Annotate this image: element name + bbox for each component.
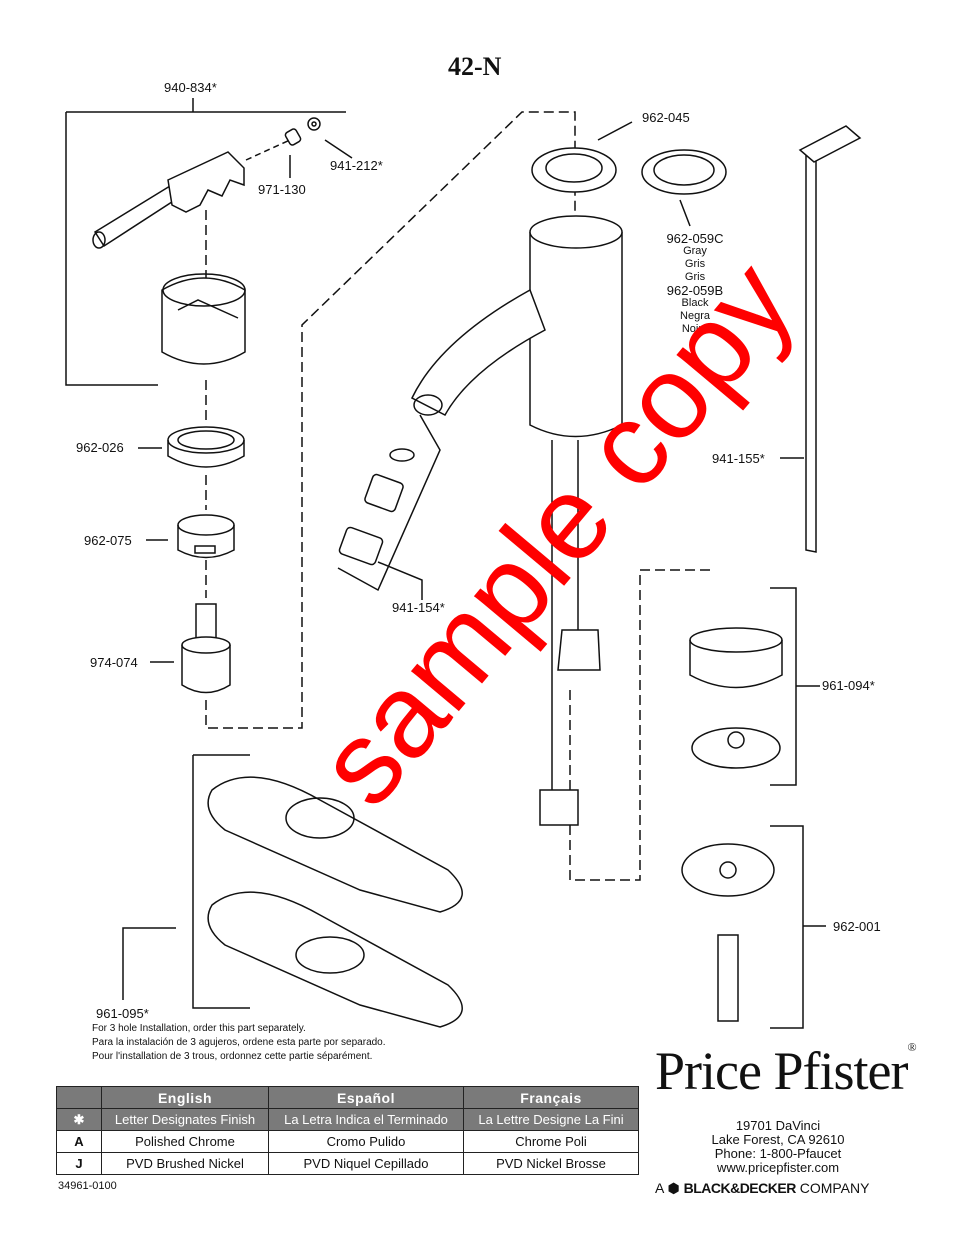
adapter-962-075 xyxy=(177,514,235,559)
note-en: For 3 hole Installation, order this part… xyxy=(92,1023,306,1034)
table-row: J PVD Brushed Nickel PVD Niquel Cepillad… xyxy=(56,1152,639,1175)
label-971-130: 971-130 xyxy=(258,182,306,197)
aerator-941-154 xyxy=(337,414,441,600)
star-en: Letter Designates Finish xyxy=(101,1108,269,1131)
label-940-834: 940-834* xyxy=(164,80,217,95)
handle-lever-940-834 xyxy=(92,151,245,249)
label-gray-es: Gris xyxy=(684,258,706,270)
screw-cap-941-212 xyxy=(307,117,321,131)
label-962-026: 962-026 xyxy=(76,440,124,455)
label-941-154: 941-154* xyxy=(392,600,445,615)
mounting-hardware-962-001 xyxy=(681,825,826,1029)
star-fr: La Lettre Designe La Fini xyxy=(463,1108,639,1131)
star-es: La Letra Indica el Terminado xyxy=(268,1108,464,1131)
finish-es: Cromo Pulido xyxy=(268,1130,464,1153)
label-941-212: 941-212* xyxy=(330,158,383,173)
deck-plate-961-095 xyxy=(122,754,463,1028)
set-screw-971-130 xyxy=(284,128,302,146)
header-espanol: Español xyxy=(268,1086,464,1109)
gasket-962-059 xyxy=(641,149,727,195)
label-974-074: 974-074 xyxy=(90,655,138,670)
label-gray-fr: Gris xyxy=(684,271,706,283)
note-fr: Pour l'installation de 3 trous, ordonnez… xyxy=(92,1051,373,1062)
supply-hose xyxy=(539,440,710,881)
label-962-059b: 962-059B xyxy=(666,283,724,298)
address-line-1: 19701 DaVinci xyxy=(735,1118,821,1133)
faucet-body xyxy=(411,215,623,438)
finish-code: A xyxy=(56,1130,102,1153)
finish-table: English Español Français ✱ Letter Design… xyxy=(56,1086,639,1175)
label-962-059c-group: 962-059C Gray Gris Gris 962-059B Black N… xyxy=(660,232,730,336)
document-number: 34961-0100 xyxy=(58,1180,117,1192)
label-961-094: 961-094* xyxy=(822,678,875,693)
finish-fr: Chrome Poli xyxy=(463,1130,639,1153)
brand-name: Price Pfister xyxy=(655,1041,908,1101)
label-962-045: 962-045 xyxy=(642,110,690,125)
company-line: A ⬢ BLACK&DECKER COMPANY xyxy=(655,1180,869,1197)
finish-fr: PVD Nickel Brosse xyxy=(463,1152,639,1175)
finish-en: PVD Brushed Nickel xyxy=(101,1152,269,1175)
header-francais: Français xyxy=(463,1086,639,1109)
finish-en: Polished Chrome xyxy=(101,1130,269,1153)
header-english: English xyxy=(101,1086,269,1109)
label-black-en: Black xyxy=(681,297,709,309)
table-corner xyxy=(56,1086,102,1109)
company-prefix: A xyxy=(655,1180,664,1196)
bonnet-nut-962-026 xyxy=(167,426,245,468)
table-header-row: English Español Français xyxy=(56,1086,639,1109)
model-title: 42-N xyxy=(448,52,502,81)
finish-code: J xyxy=(56,1152,102,1175)
label-962-075: 962-075 xyxy=(84,533,132,548)
bracket-940-834 xyxy=(65,98,346,386)
note-es: Para la instalación de 3 agujeros, orden… xyxy=(92,1037,386,1048)
phone: Phone: 1-800-Pfaucet xyxy=(714,1146,842,1161)
table-star-row: ✱ Letter Designates Finish La Letra Indi… xyxy=(56,1108,639,1131)
brand-reg: ® xyxy=(907,1040,916,1054)
lift-rod-941-155 xyxy=(780,125,862,553)
mounting-nut-961-094 xyxy=(689,587,820,786)
black-decker-hex-icon: ⬢ xyxy=(667,1180,680,1196)
gasket-962-045 xyxy=(531,147,617,193)
label-961-095: 961-095* xyxy=(96,1006,149,1021)
website: www.pricepfister.com xyxy=(716,1160,840,1175)
label-black-fr: Noire xyxy=(681,323,709,335)
label-gray-en: Gray xyxy=(683,245,707,257)
label-962-059c: 962-059C xyxy=(666,231,724,246)
cartridge-974-074 xyxy=(181,603,231,694)
knob-body xyxy=(161,273,246,365)
table-row: A Polished Chrome Cromo Pulido Chrome Po… xyxy=(56,1130,639,1153)
star-symbol: ✱ xyxy=(56,1108,102,1131)
finish-es: PVD Niquel Cepillado xyxy=(268,1152,464,1175)
label-black-es: Negra xyxy=(680,310,710,322)
company-suffix: COMPANY xyxy=(799,1180,870,1196)
company-name: BLACK&DECKER xyxy=(683,1180,797,1196)
label-941-155: 941-155* xyxy=(712,451,765,466)
label-962-001: 962-001 xyxy=(833,919,881,934)
address-line-2: Lake Forest, CA 92610 xyxy=(711,1132,845,1147)
brand-logo: Price Pfister® xyxy=(655,1040,917,1102)
